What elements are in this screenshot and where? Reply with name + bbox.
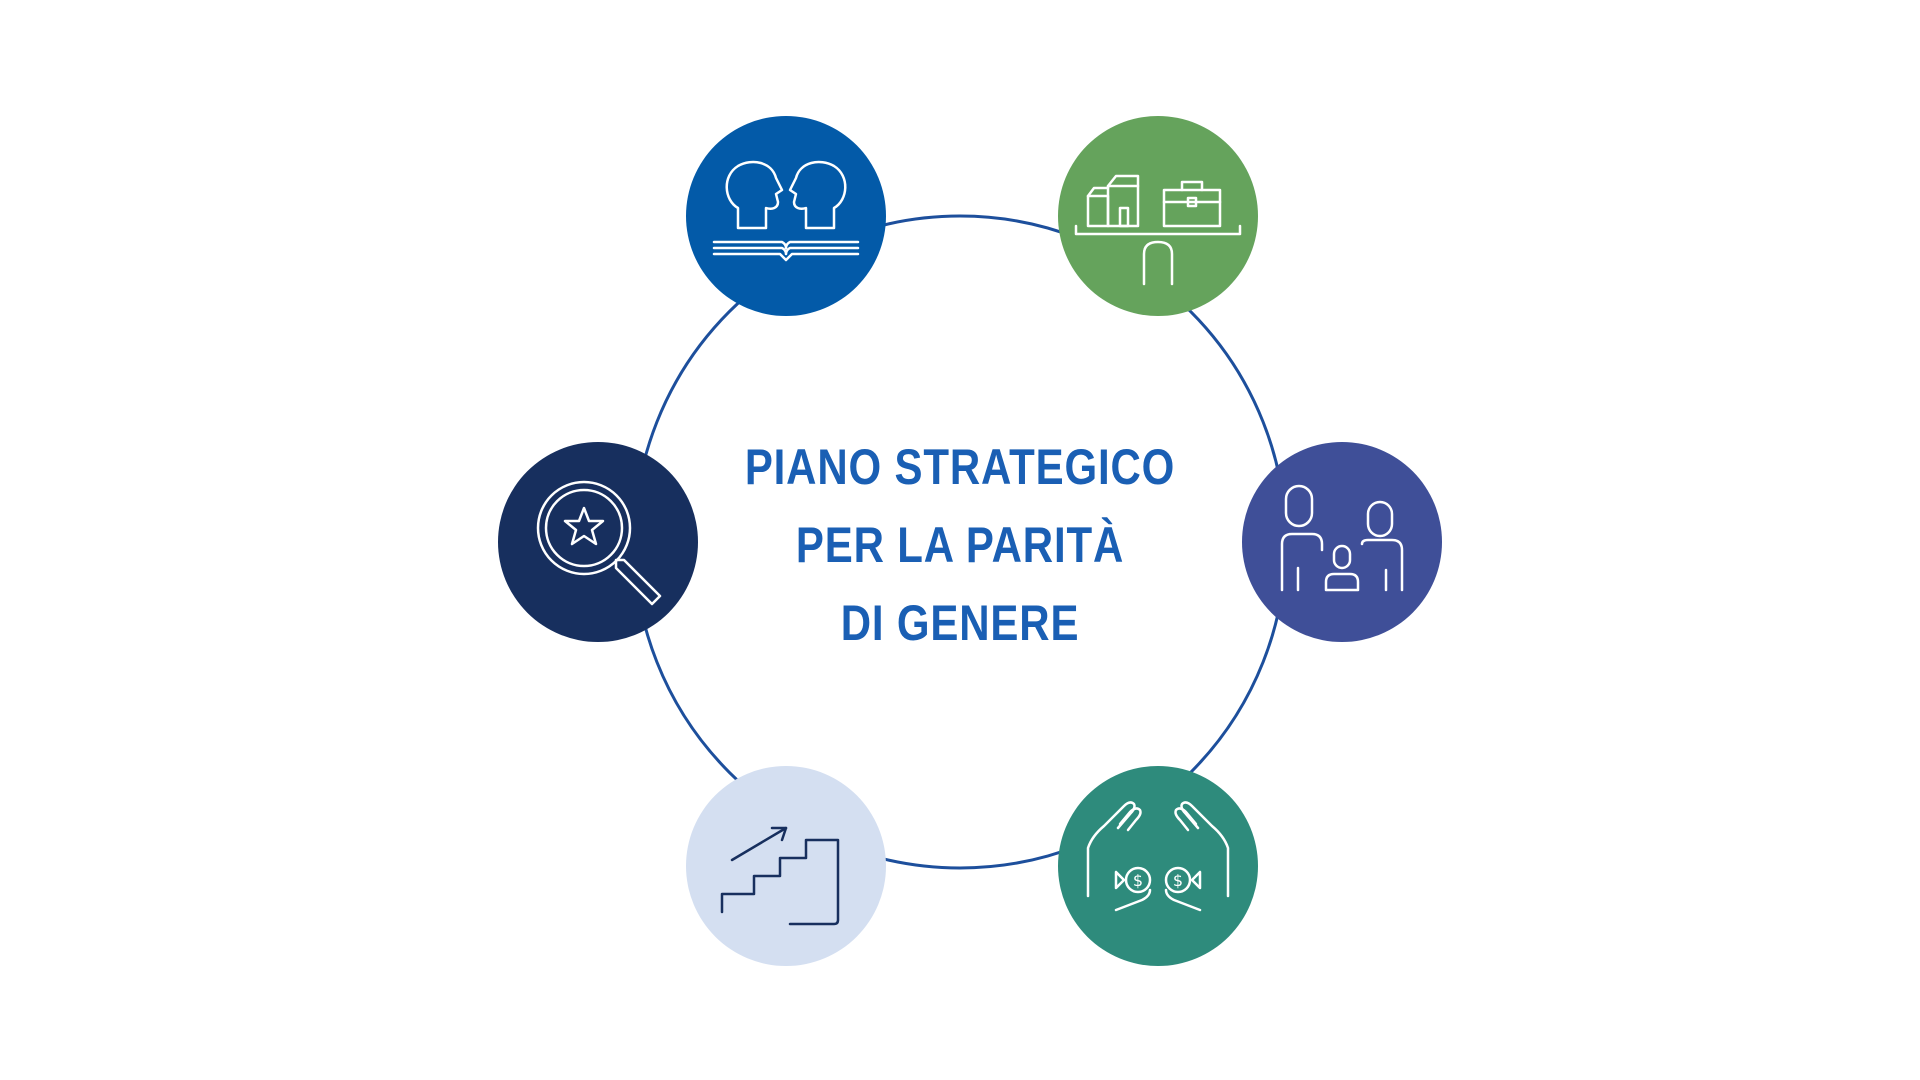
node-work-life-balance [1058,116,1258,316]
node-economic-independence: $ $ [1058,766,1258,966]
node-talent [498,442,698,642]
title-line-1: PIANO STRATEGICO [744,439,1176,495]
hands-money-icon: $ $ [1086,801,1230,912]
node-career-growth [686,766,886,966]
node-education [686,116,886,316]
svg-text:$: $ [1133,871,1143,890]
family-icon [1280,484,1404,592]
diagram-title: PIANO STRATEGICO PER LA PARITÀ DI GENERE [708,428,1212,662]
svg-text:$: $ [1173,871,1183,890]
title-line-3: DI GENERE [840,595,1080,651]
balance-home-work-icon [1074,174,1242,286]
node-family [1242,442,1442,642]
dialogue-book-icon [712,160,860,262]
title-line-2: PER LA PARITÀ [795,517,1125,573]
career-stairs-icon [720,826,840,926]
search-star-icon [536,480,662,606]
